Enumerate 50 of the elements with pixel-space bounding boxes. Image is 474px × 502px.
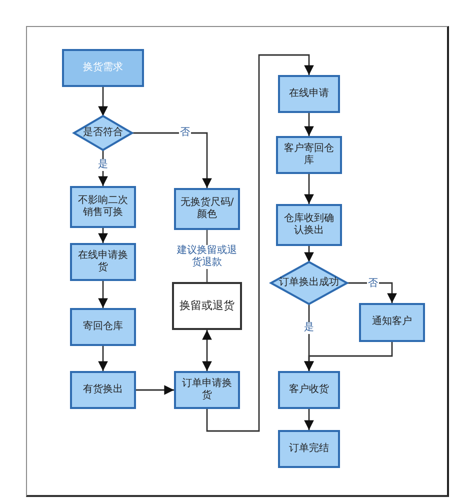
arrow — [304, 246, 314, 262]
process-box — [276, 136, 342, 174]
process-box — [276, 204, 342, 246]
arrow — [206, 54, 314, 432]
process-box — [278, 430, 340, 468]
process-box — [174, 188, 240, 230]
edge-label: 否 — [367, 278, 379, 290]
node-text: 订单申请换货 — [181, 378, 233, 402]
node-text: 仓库收到确认换出 — [283, 212, 335, 238]
outcome-box — [172, 282, 242, 330]
node-text: 换货需求 — [83, 62, 123, 74]
node-text: 订单完结 — [289, 442, 329, 456]
process-box — [70, 308, 136, 346]
node-text: 客户收货 — [289, 384, 329, 396]
arrow — [202, 330, 212, 371]
node-text: 不影响二次销售可换 — [77, 194, 129, 220]
edge-label: 是 — [97, 159, 109, 171]
node-text: 客户寄回仓库 — [283, 142, 335, 168]
process-box — [278, 371, 340, 409]
process-box — [62, 49, 144, 87]
decision-diamond — [74, 116, 132, 150]
arrow — [98, 228, 108, 243]
edge-label: 否 — [179, 127, 191, 139]
arrow — [304, 409, 314, 430]
decision-diamond — [271, 262, 347, 304]
arrow — [304, 174, 314, 204]
node-text: 换留或退货 — [180, 299, 234, 313]
node-text: 在线申请 — [289, 88, 329, 100]
arrow — [98, 281, 108, 308]
arrow — [136, 385, 174, 395]
process-box — [278, 75, 340, 113]
node-text: 通知客户 — [372, 316, 412, 329]
node-text: 是否符合 — [83, 126, 123, 140]
arrow — [98, 346, 108, 371]
arrow — [304, 113, 314, 136]
arrow — [304, 342, 393, 371]
process-box — [70, 186, 136, 228]
process-box — [359, 303, 425, 342]
node-text: 在线申请换货 — [77, 250, 129, 274]
arrow — [132, 132, 212, 188]
node-text: 有货换出 — [83, 384, 123, 396]
edge-label: 是 — [303, 322, 315, 334]
edge-label: 建议换留或退货退款 — [175, 245, 239, 269]
process-box — [70, 371, 136, 409]
arrow — [98, 87, 108, 116]
process-box — [174, 371, 240, 409]
process-box — [70, 243, 136, 281]
node-text: 无换货尺码/颜色 — [180, 196, 234, 222]
node-text: 订单换出成功 — [279, 276, 339, 290]
node-text: 寄回仓库 — [83, 320, 123, 334]
